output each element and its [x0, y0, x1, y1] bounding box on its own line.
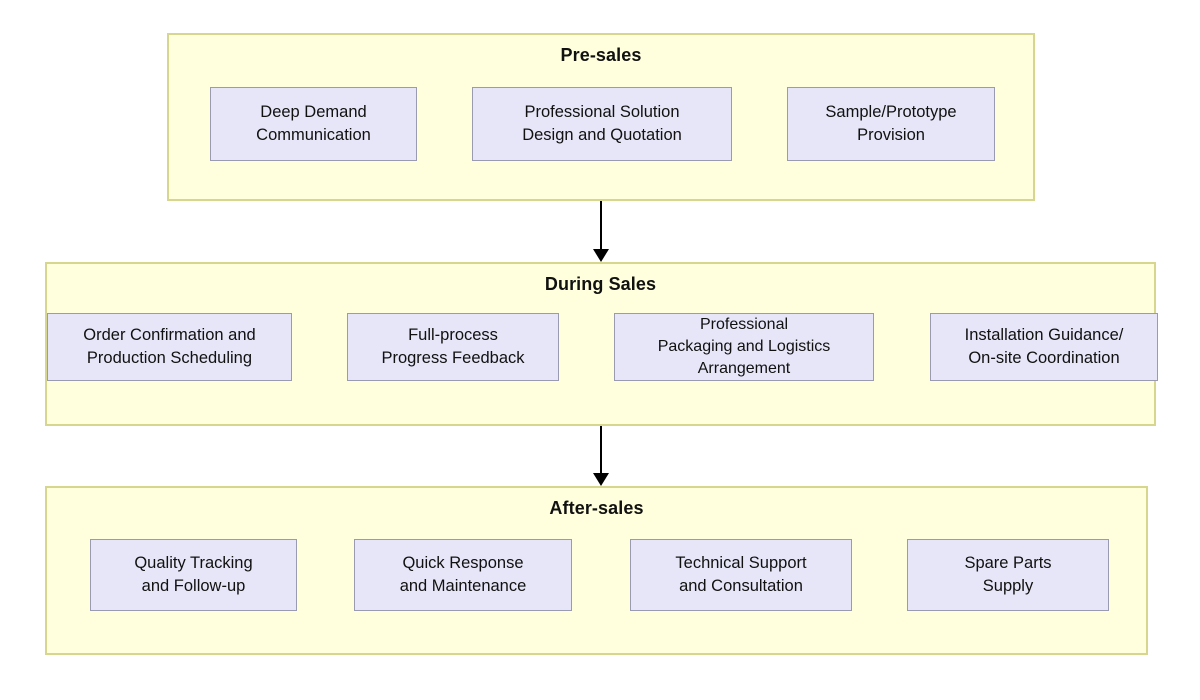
step-order-confirmation-and-production-scheduling[interactable]: Order Confirmation and Production Schedu…	[47, 313, 292, 381]
step-deep-demand-communication[interactable]: Deep Demand Communication	[210, 87, 417, 161]
stage-after-sales: After-sales Quality Tracking and Follow-…	[45, 486, 1148, 655]
step-installation-guidance-on-site-coordination[interactable]: Installation Guidance/ On-site Coordinat…	[930, 313, 1158, 381]
connector-pre-sales-to-during-sales	[590, 201, 612, 262]
connector-shaft	[600, 201, 602, 249]
step-professional-solution-design-and-quotation[interactable]: Professional Solution Design and Quotati…	[472, 87, 732, 161]
stage-title-after-sales: After-sales	[549, 498, 644, 518]
step-sample-prototype-provision[interactable]: Sample/Prototype Provision	[787, 87, 995, 161]
stage-title-pre-sales: Pre-sales	[560, 45, 642, 65]
step-quick-response-and-maintenance[interactable]: Quick Response and Maintenance	[354, 539, 572, 611]
step-full-process-progress-feedback[interactable]: Full-process Progress Feedback	[347, 313, 559, 381]
step-professional-packaging-and-logistics-arrangement[interactable]: Professional Packaging and Logistics Arr…	[614, 313, 874, 381]
step-spare-parts-supply[interactable]: Spare Parts Supply	[907, 539, 1109, 611]
connector-arrowhead	[593, 473, 609, 486]
step-technical-support-and-consultation[interactable]: Technical Support and Consultation	[630, 539, 852, 611]
connector-shaft	[600, 426, 602, 473]
connector-during-sales-to-after-sales	[590, 426, 612, 486]
connector-arrowhead	[593, 249, 609, 262]
stage-during-sales: During Sales Order Confirmation and Prod…	[45, 262, 1158, 426]
step-quality-tracking-and-follow-up[interactable]: Quality Tracking and Follow-up	[90, 539, 297, 611]
stage-title-during-sales: During Sales	[544, 274, 657, 294]
stage-pre-sales: Pre-sales Deep Demand Communication Prof…	[167, 33, 1035, 201]
